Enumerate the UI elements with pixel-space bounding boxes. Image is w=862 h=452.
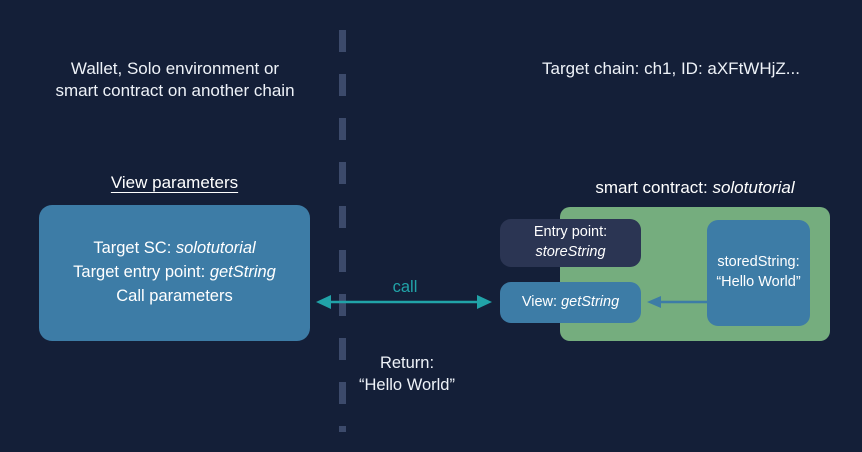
stored-string-node-body: storedString: “Hello World” xyxy=(716,253,800,292)
target-entry-point-label: Target entry point: xyxy=(73,263,210,282)
view-parameters-title-text: View parameters xyxy=(110,173,239,192)
view-node-value: getString xyxy=(561,293,620,310)
view-parameters-body: Target SC: solotutorial Target entry poi… xyxy=(67,237,282,309)
stored-string-node: storedString: “Hello World” xyxy=(707,220,810,326)
right-column-header: Target chain: ch1, ID: aXFtWHjZ... xyxy=(542,59,800,78)
left-column-header: Wallet, Solo environment or smart contra… xyxy=(55,59,295,100)
target-entry-point-value: getString xyxy=(209,263,276,282)
view-node-label: View: xyxy=(521,293,562,310)
entry-point-node-line1: Entry point: xyxy=(533,224,608,241)
entry-point-node-body: Entry point: storeString xyxy=(534,223,607,262)
stored-string-node-line1: storedString: xyxy=(717,254,800,271)
smart-contract-title: smart contract: solotutorial xyxy=(540,177,850,199)
call-parameters-line: Call parameters xyxy=(116,286,233,305)
target-sc-label: Target SC: xyxy=(93,239,176,258)
target-sc-value: solotutorial xyxy=(175,239,256,258)
view-node-body: View: getString xyxy=(522,293,619,313)
entry-point-node-line2: storeString xyxy=(535,244,606,260)
call-label: call xyxy=(392,278,418,296)
smart-contract-title-value: solotutorial xyxy=(712,178,795,197)
stored-string-node-line2: “Hello World” xyxy=(716,274,801,290)
target-sc-line: Target SC: solotutorial xyxy=(73,237,276,261)
view-parameters-box: Target SC: solotutorial Target entry poi… xyxy=(39,205,310,341)
vertical-dashed-divider xyxy=(339,30,346,432)
return-label: Return: “Hello World” xyxy=(359,354,455,395)
view-parameters-title: View parameters xyxy=(39,172,310,194)
stored-string-to-view-arrow-icon xyxy=(647,296,707,308)
call-return-arrow-icon xyxy=(316,295,492,309)
view-node: View: getString xyxy=(500,282,641,323)
smart-contract-title-label: smart contract: xyxy=(595,178,713,197)
target-entry-point-line: Target entry point: getString xyxy=(73,261,276,285)
entry-point-node: Entry point: storeString xyxy=(500,219,641,267)
